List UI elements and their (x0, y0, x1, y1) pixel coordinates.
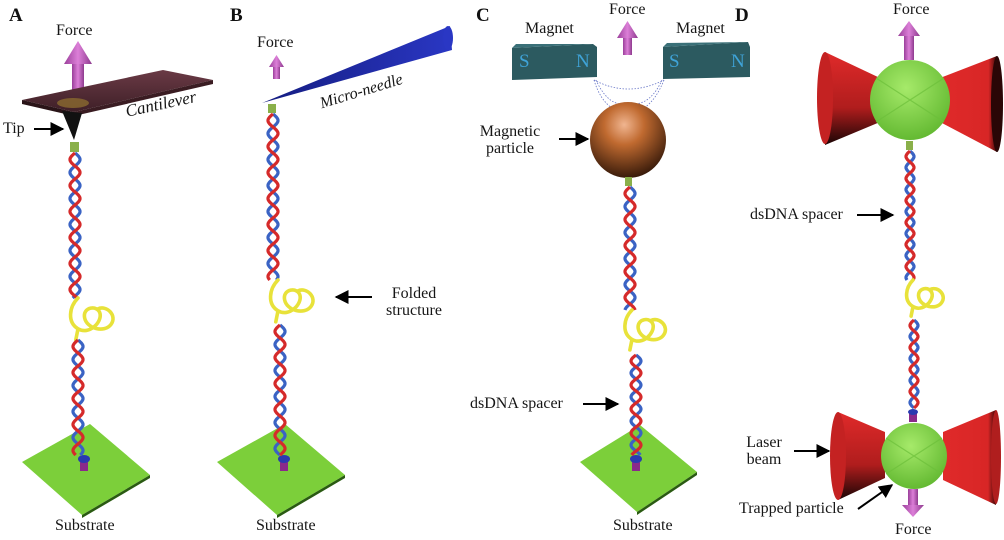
bottom-linker-cap (908, 409, 918, 415)
force-arrow-down-icon (902, 489, 924, 517)
folded-structure-b (268, 278, 315, 324)
dna-strand (904, 149, 916, 281)
anchor (80, 462, 88, 471)
folded-structure-d (904, 278, 945, 318)
folded-structure-a (68, 296, 115, 342)
laser-beam-top (817, 52, 1003, 152)
pole-n-left: N (576, 51, 590, 72)
anchor (632, 462, 640, 471)
anchor (280, 462, 288, 471)
panel-label-c: C (476, 5, 490, 26)
anchor-cap (630, 455, 642, 463)
dsdna-spacer-label: dsDNA spacer (750, 206, 843, 223)
panel-d (794, 21, 1003, 517)
dna-strand (68, 151, 82, 300)
force-label: Force (257, 34, 294, 51)
panel-label-b: B (230, 5, 243, 26)
magnet-left (512, 44, 597, 80)
pole-s-left: S (519, 51, 530, 72)
panel-b (217, 26, 453, 518)
magnetic-particle (590, 102, 666, 178)
dna-strand (629, 353, 643, 456)
pole-n-right: N (731, 51, 745, 72)
panel-c (512, 21, 750, 515)
dna-helix-b-lower (273, 323, 287, 457)
laser-beam-line-1: Laser (746, 434, 782, 451)
force-label-top: Force (893, 1, 930, 18)
magnetic-particle-line-2: particle (486, 140, 534, 157)
cantilever (22, 70, 213, 140)
magnet-label-left: Magnet (525, 20, 574, 37)
dna-helix-c-upper (623, 185, 637, 311)
tip-label: Tip (3, 120, 25, 137)
force-arrow-up-icon (269, 55, 284, 79)
magnet-label-right: Magnet (676, 20, 725, 37)
dna-strand (71, 338, 85, 457)
laser-beam-label: Laser beam (735, 434, 793, 468)
pole-s-right: S (669, 51, 680, 72)
trapped-particle-bottom (881, 423, 947, 489)
dna-strand (266, 112, 280, 281)
dna-helix-d-lower (908, 318, 920, 410)
dna-strand (623, 185, 637, 311)
substrate-label: Substrate (613, 517, 673, 534)
panel-label-d: D (735, 5, 749, 26)
dna-strand (68, 151, 82, 300)
dna-strand (908, 318, 920, 410)
folded-structure-label: Folded structure (374, 285, 454, 319)
top-linker (906, 141, 913, 150)
folded-structure-c (623, 308, 668, 352)
force-label: Force (56, 22, 93, 39)
trapped-particle-top (870, 60, 950, 140)
dna-helix-a-lower (71, 338, 85, 457)
force-arrow-up-icon (617, 21, 638, 55)
particle-linker (625, 177, 632, 186)
laser-beam-line-2: beam (746, 451, 782, 468)
laser-beam-bottom (830, 410, 1001, 505)
dna-helix-c-lower (629, 353, 643, 456)
force-label-bottom: Force (895, 521, 932, 538)
magnet-right (663, 42, 750, 79)
panel-a (22, 41, 213, 518)
dna-strand (71, 338, 85, 457)
force-arrow-up-icon (898, 21, 920, 60)
panel-label-a: A (9, 5, 23, 26)
magnetic-particle-label: Magnetic particle (470, 123, 550, 157)
substrate-label: Substrate (55, 517, 115, 534)
bottom-linker (909, 413, 917, 422)
micro-needle (262, 26, 453, 103)
dna-strand (623, 185, 637, 311)
magnetic-particle-line-1: Magnetic (479, 123, 541, 140)
folded-structure-line-2: structure (386, 302, 442, 319)
trapped-pointer-arrow (857, 484, 894, 510)
dna-helices (68, 112, 945, 457)
anchor-cap (278, 455, 290, 463)
trapped-particle-label: Trapped particle (739, 500, 844, 517)
force-arrow-up-icon (64, 41, 92, 93)
dna-strand (266, 112, 280, 281)
dna-strand (273, 323, 287, 457)
force-label: Force (609, 1, 646, 18)
dna-helix-d-upper (904, 149, 916, 281)
substrate-label: Substrate (256, 517, 316, 534)
dna-helix-a-upper (68, 151, 82, 300)
dsdna-spacer-label: dsDNA spacer (470, 395, 563, 412)
folded-structure-line-1: Folded (391, 285, 437, 302)
dna-helix-b-upper (266, 112, 280, 281)
tip-linker (70, 142, 79, 152)
needle-linker (268, 104, 276, 113)
anchor-cap (78, 455, 90, 463)
